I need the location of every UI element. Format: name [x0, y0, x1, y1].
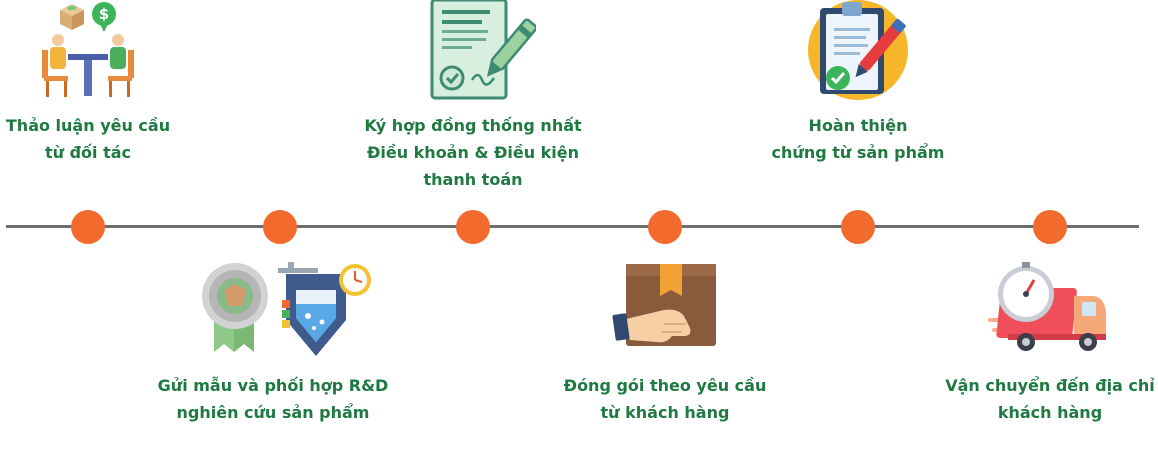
- timeline-dot: [263, 210, 297, 244]
- timeline-dot: [648, 210, 682, 244]
- clipboard-icon: [808, 0, 908, 100]
- timeline-dot: [1033, 210, 1067, 244]
- svg-text:$: $: [99, 5, 109, 23]
- timeline-dot: [456, 210, 490, 244]
- package-icon: [612, 264, 716, 346]
- delivery-truck-icon: [988, 262, 1106, 351]
- timeline-line: [6, 225, 1139, 228]
- rnd-sample-icon: [202, 262, 371, 356]
- timeline-dot: [841, 210, 875, 244]
- timeline-dot: [71, 210, 105, 244]
- contract-icon: [430, 0, 536, 100]
- meeting-icon: $: [42, 2, 134, 97]
